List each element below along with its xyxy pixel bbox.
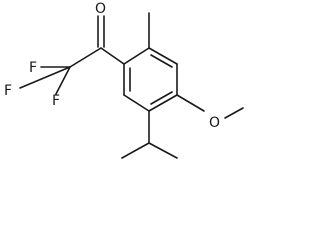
- atom-label-f3: F: [52, 93, 60, 109]
- atom-label-o-methoxy: O: [209, 115, 220, 131]
- structure-canvas: O F F F O: [4, 1, 244, 159]
- bond-cf3-c-f2: [19, 66, 71, 89]
- atom-label-f2: F: [4, 83, 12, 99]
- bond-o-methyl: [224, 107, 244, 119]
- ring-bond-4-5: [148, 94, 178, 112]
- atom-label-f1: F: [29, 60, 37, 76]
- bond-carbonyl-ring: [100, 47, 125, 65]
- ring-bond-4-5-inner: [150, 91, 173, 105]
- ring-bond-5-6: [123, 94, 150, 112]
- ring-bond-2-3: [148, 47, 178, 65]
- ring-bond-2-3-inner: [150, 54, 173, 68]
- ring-bond-1-2: [123, 47, 150, 65]
- bond-cf3-c-f3: [55, 66, 71, 95]
- bond-ring-o-methoxy: [176, 94, 205, 112]
- bond-cf3-carbonyl: [69, 47, 102, 68]
- atom-label-o-carbonyl: O: [95, 1, 106, 17]
- bond-isopropyl-me2: [148, 142, 178, 159]
- bond-isopropyl-me1: [121, 142, 150, 159]
- molecule-structure: O F F F O: [4, 1, 244, 159]
